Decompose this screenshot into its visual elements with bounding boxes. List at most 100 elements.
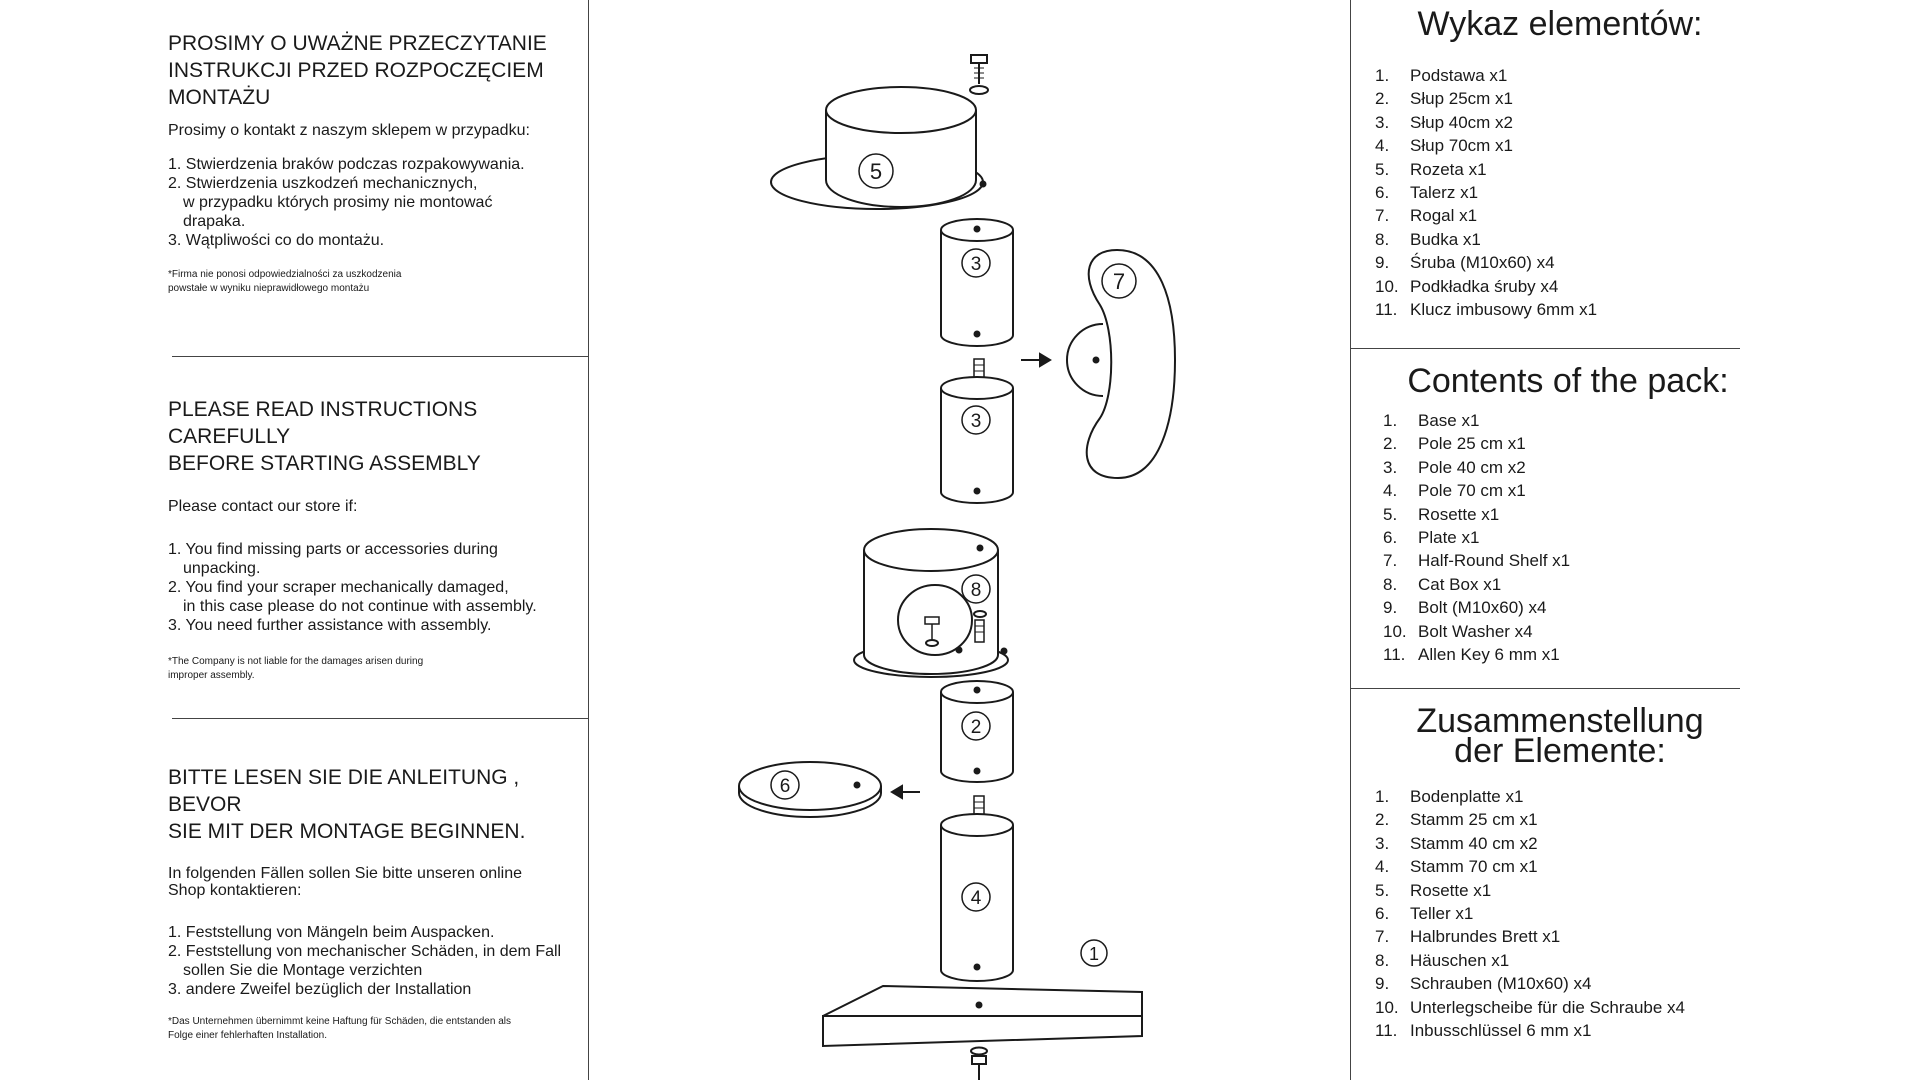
list-item: 10. Unterlegscheibe für die Schraube x4: [1375, 996, 1745, 1019]
list-item-number: 2.: [1375, 89, 1390, 109]
assembly-diagram: 5 3 3 7 8 2 6 4 1: [738, 54, 1177, 1080]
label-1: 1: [1080, 939, 1108, 967]
cat-box-part: [853, 528, 1009, 678]
list-item-number: 8.: [1375, 950, 1390, 970]
list-item: 6.Teller x1: [1375, 902, 1745, 925]
list-item-number: 11.: [1383, 645, 1406, 665]
list-item-text: Budka x1: [1410, 229, 1481, 249]
list-item: 9.Bolt (M10x60) x4: [1383, 596, 1753, 619]
list-item: 4.Stamm 70 cm x1: [1375, 855, 1745, 878]
instructions-en-intro: Please contact our store if:: [168, 498, 358, 515]
rosette-part: [770, 86, 987, 210]
list-item: 8. Budka x1: [1375, 228, 1745, 251]
list-item-text: Rosette x1: [1410, 880, 1492, 900]
instructions-de-note: *Das Unternehmen übernimmt keine Haftung…: [168, 1016, 511, 1041]
pole-40-lower-part: [940, 376, 1014, 504]
instructions-en-heading: PLEASE READ INSTRUCTIONS CAREFULLY BEFOR…: [168, 398, 481, 475]
list-item-number: 1.: [1375, 66, 1390, 85]
list-item-text: Rosette x1: [1418, 504, 1500, 524]
list-item-text: Häuschen x1: [1410, 950, 1510, 970]
list-item: 7.Half-Round Shelf x1: [1383, 549, 1753, 572]
divider-left: [588, 0, 589, 1080]
list-item-number: 4.: [1383, 481, 1398, 501]
list-item: 8. Häuschen x1: [1375, 949, 1745, 972]
list-item-number: 9.: [1375, 974, 1390, 994]
instructions-en-note: *The Company is not liable for the damag…: [168, 656, 424, 681]
instructions-pl-heading: PROSIMY O UWAŻNE PRZECZYTANIE INSTRUKCJI…: [168, 32, 547, 109]
svg-text:2: 2: [971, 717, 982, 738]
list-item-number: 8.: [1383, 574, 1398, 594]
list-item: 8. Cat Box x1: [1383, 573, 1753, 596]
list-item-text: Rozeta x1: [1410, 159, 1487, 179]
list-item-number: 4.: [1375, 136, 1390, 156]
list-item-text: Pole 25 cm x1: [1418, 434, 1526, 454]
list-item-number: 6.: [1375, 183, 1390, 203]
parts-list-pl-title: Wykaz elementów:: [1417, 5, 1703, 43]
list-item: 6.Talerz x1: [1375, 181, 1745, 204]
list-item-text: Plate x1: [1418, 528, 1480, 548]
list-item: 1.Bodenplatte x1: [1375, 785, 1745, 808]
list-item: 2.Pole 25 cm x1: [1383, 432, 1753, 455]
list-item: 5.Rosette x1: [1383, 503, 1753, 526]
list-item-number: 11.: [1375, 1021, 1398, 1041]
list-item-text: Cat Box x1: [1418, 574, 1502, 594]
list-item-text: Pole 70 cm x1: [1418, 481, 1526, 501]
svg-text:4: 4: [971, 888, 982, 909]
instructions-pl: PROSIMY O UWAŻNE PRZECZYTANIE INSTRUKCJI…: [168, 30, 588, 296]
list-item: 2. Słup 25cm x1: [1375, 87, 1745, 110]
list-item: 1.Podstawa x1: [1375, 64, 1745, 87]
svg-text:8: 8: [971, 580, 982, 601]
instructions-pl-list: 1. Stwierdzenia braków podczas rozpakowy…: [168, 156, 525, 249]
instructions-de: BITTE LESEN SIE DIE ANLEITUNG , BEVOR SI…: [168, 764, 588, 1043]
list-item-text: Bodenplatte x1: [1410, 787, 1524, 806]
list-item-number: 10.: [1375, 276, 1399, 296]
bottom-bolt-icon: [970, 1046, 988, 1080]
divider-left-1: [172, 356, 588, 357]
list-item-number: 11.: [1375, 300, 1398, 320]
list-item-text: Bolt (M10x60) x4: [1418, 598, 1547, 618]
label-6: 6: [770, 770, 800, 800]
label-4: 4: [961, 882, 991, 912]
list-item-text: Pole 40 cm x2: [1418, 457, 1526, 477]
list-item: 9.Schrauben (M10x60) x4: [1375, 972, 1745, 995]
divider-right-1: [1350, 348, 1740, 349]
instructions-pl-intro: Prosimy o kontakt z naszym sklepem w prz…: [168, 122, 530, 139]
list-item-number: 3.: [1375, 112, 1390, 132]
label-5: 5: [858, 153, 894, 189]
list-item-number: 5.: [1375, 159, 1390, 179]
arrow-right-icon: [1021, 352, 1052, 368]
instructions-en-list: 1. You find missing parts or accessories…: [168, 541, 537, 634]
list-item-number: 7.: [1375, 927, 1390, 947]
list-item-number: 1.: [1383, 411, 1398, 430]
svg-text:1: 1: [1089, 944, 1099, 964]
svg-text:6: 6: [780, 776, 791, 797]
list-item-text: Słup 70cm x1: [1410, 136, 1513, 156]
half-round-shelf-part: [1066, 248, 1177, 480]
list-item-text: Podkładka śruby x4: [1410, 276, 1559, 296]
label-7: 7: [1101, 263, 1137, 299]
list-item-text: Bolt Washer x4: [1418, 621, 1533, 641]
list-item-number: 10.: [1375, 997, 1399, 1017]
instructions-en: PLEASE READ INSTRUCTIONS CAREFULLY BEFOR…: [168, 396, 588, 683]
list-item: 5. Rozeta x1: [1375, 158, 1745, 181]
instructions-de-intro: In folgenden Fällen sollen Sie bitte uns…: [168, 865, 523, 899]
list-item: 11.Allen Key 6 mm x1: [1383, 643, 1753, 666]
list-item-text: Unterlegscheibe für die Schraube x4: [1410, 997, 1685, 1017]
label-8: 8: [961, 574, 991, 604]
list-item-number: 10.: [1383, 621, 1407, 641]
divider-right-2: [1350, 688, 1740, 689]
list-item-number: 7.: [1375, 206, 1390, 226]
list-item-text: Klucz imbusowy 6mm x1: [1410, 300, 1598, 320]
list-item-text: Słup 25cm x1: [1410, 89, 1513, 109]
pole-40-upper-part: [940, 218, 1014, 347]
list-item-text: Stamm 40 cm x2: [1410, 833, 1538, 853]
base-part: [822, 984, 1143, 1048]
list-item-number: 8.: [1375, 229, 1390, 249]
list-item: 7.Halbrundes Brett x1: [1375, 925, 1745, 948]
svg-text:7: 7: [1113, 269, 1125, 294]
list-item-text: Base x1: [1418, 411, 1480, 430]
list-item: 3.Stamm 40 cm x2: [1375, 832, 1745, 855]
list-item: 11. Klucz imbusowy 6mm x1: [1375, 298, 1745, 321]
parts-list-de: Zusammenstellung der Elemente: 1.Bodenpl…: [1375, 704, 1745, 1042]
